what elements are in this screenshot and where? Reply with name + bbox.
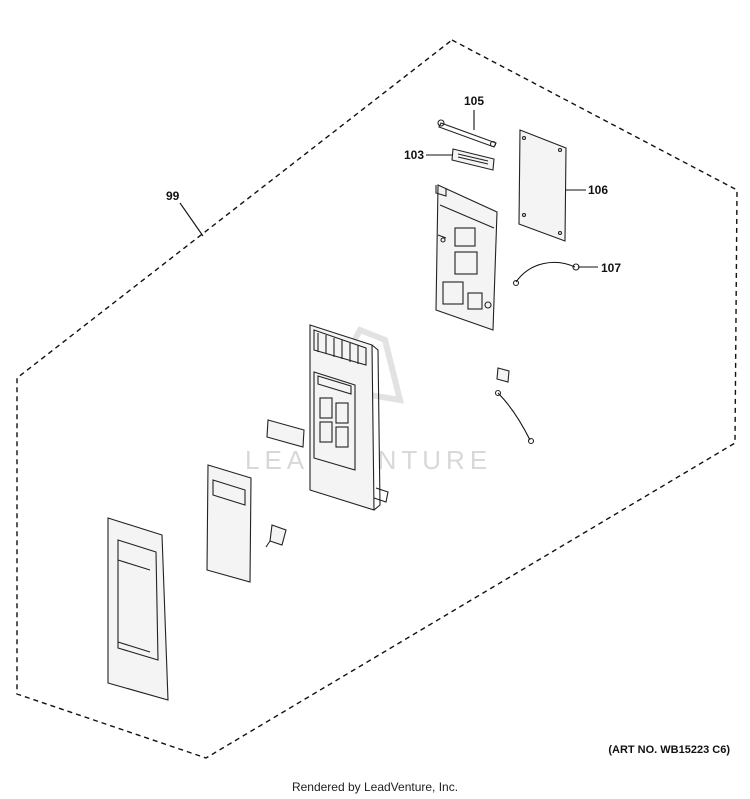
part-103-connector — [451, 148, 495, 171]
latch-clip — [265, 524, 287, 548]
callout-99: 99 — [166, 189, 180, 203]
callout-105: 105 — [464, 94, 484, 108]
door-panel — [309, 324, 389, 511]
switch-and-lead — [494, 367, 535, 445]
window-insert — [266, 419, 305, 448]
front-trim-frame — [107, 517, 169, 701]
control-panel-frame — [435, 184, 498, 331]
footer-credit: Rendered by LeadVenture, Inc. — [291, 780, 459, 794]
callout-106: 106 — [588, 183, 608, 197]
part-107-wire — [512, 261, 580, 287]
leader-99 — [179, 202, 204, 237]
art-number: (ART NO. WB15223 C6) — [608, 744, 730, 756]
part-106-panel — [518, 129, 567, 242]
assembly-boundary — [16, 39, 738, 759]
callout-103: 103 — [404, 148, 424, 162]
overlay-panel — [206, 464, 252, 583]
callout-107: 107 — [601, 261, 621, 275]
part-105-bracket — [437, 119, 497, 148]
